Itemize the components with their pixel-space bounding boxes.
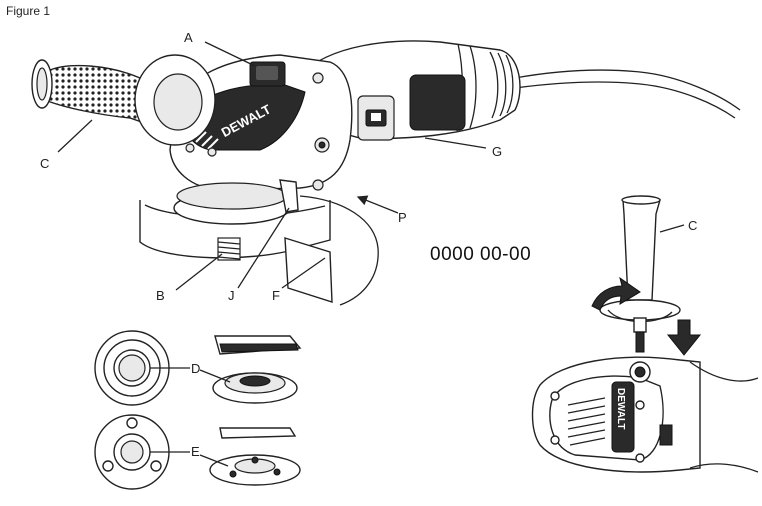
inner-flange-front-view — [94, 330, 170, 406]
label-g: G — [492, 144, 502, 159]
label-e: E — [191, 444, 200, 459]
leader-lines — [57, 41, 487, 291]
outer-flange-side-view — [219, 427, 297, 439]
top-view-brand: DEWALT — [615, 388, 626, 429]
side-vent — [409, 74, 466, 131]
top-view-vents — [567, 397, 606, 446]
label-c: C — [40, 156, 49, 171]
label-j: J — [228, 288, 235, 303]
label-b: B — [156, 288, 165, 303]
figure-caption: Figure 1 — [6, 4, 51, 18]
handle-installation-view: DEWALT — [531, 195, 759, 473]
label-a: A — [184, 30, 193, 45]
outer-flange-perspective — [209, 454, 301, 486]
guard-release-lever — [279, 179, 299, 213]
arrow-icon — [666, 319, 702, 356]
housing-screw — [312, 72, 324, 84]
label-f: F — [272, 288, 280, 303]
housing-screw — [312, 179, 324, 191]
label-c-handle: C — [688, 218, 697, 233]
paddle-switch — [357, 95, 395, 141]
serial-number: 0000 00-00 — [430, 244, 531, 265]
top-view-logo-panel — [611, 381, 635, 453]
side-handle-icon — [31, 59, 161, 126]
rotate-arrow-icon — [591, 276, 641, 311]
label-p: P — [398, 210, 407, 225]
grinder-icon: DEWALT — [31, 40, 741, 306]
inner-flange-side-view — [214, 335, 302, 355]
threaded-spindle — [217, 237, 241, 261]
inner-flange-perspective — [212, 372, 298, 404]
label-d: D — [191, 361, 200, 376]
spindle-lock-button — [249, 61, 286, 87]
gear-head-vents — [195, 131, 219, 150]
